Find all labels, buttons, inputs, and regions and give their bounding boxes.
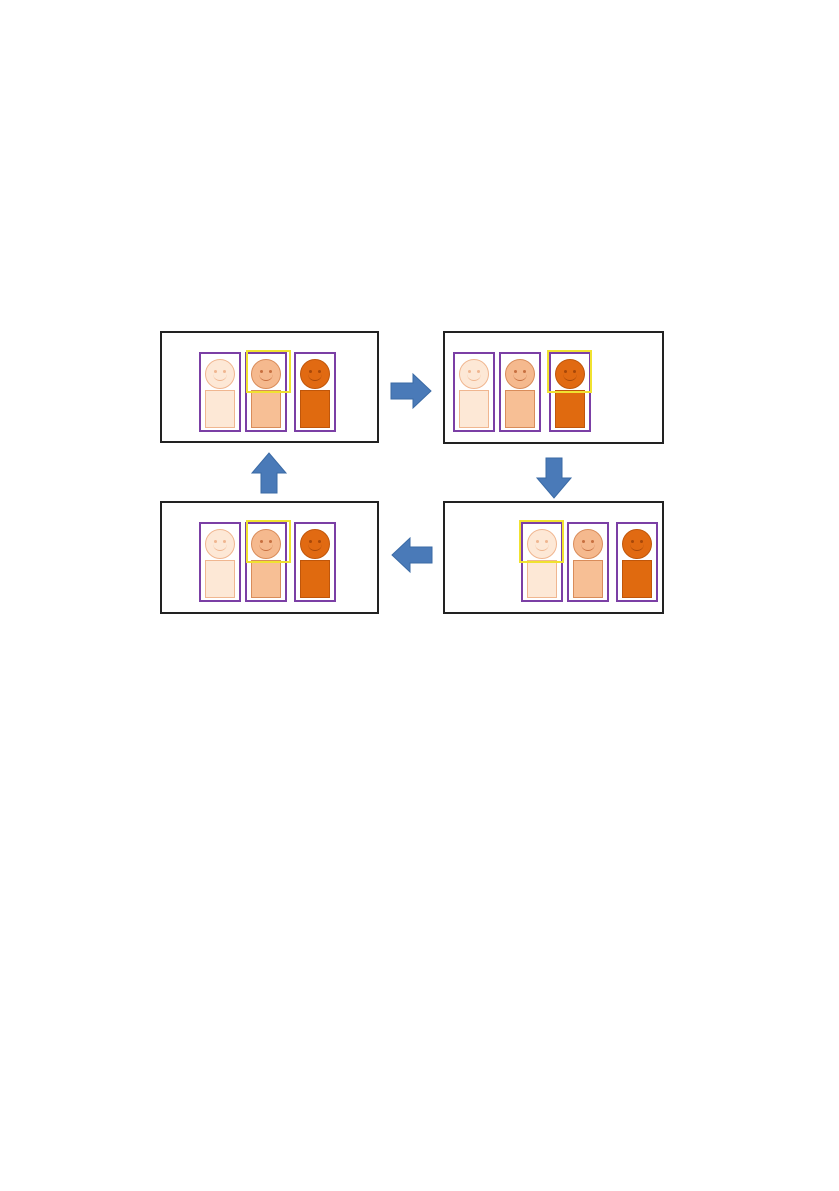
arrow-left-icon	[390, 536, 434, 574]
body-rect	[505, 390, 535, 428]
panel-top-right	[443, 331, 664, 444]
body-rect	[527, 560, 557, 598]
face-icon	[459, 359, 489, 389]
arrow-up-icon	[250, 451, 288, 495]
person-light	[199, 352, 241, 432]
arrow-down-icon	[535, 456, 573, 500]
person-light	[453, 352, 495, 432]
person-light	[199, 522, 241, 602]
face-icon	[622, 529, 652, 559]
face-icon	[205, 359, 235, 389]
face-icon	[505, 359, 535, 389]
highlight-box	[547, 350, 592, 393]
person-dark	[294, 352, 336, 432]
body-rect	[251, 560, 281, 598]
face-icon	[573, 529, 603, 559]
person-dark	[616, 522, 658, 602]
body-rect	[251, 390, 281, 428]
highlight-box	[246, 350, 291, 393]
arrow-right-icon	[389, 372, 433, 410]
highlight-box	[246, 520, 291, 563]
body-rect	[300, 560, 330, 598]
face-icon	[300, 359, 330, 389]
face-icon	[300, 529, 330, 559]
highlight-box	[519, 520, 564, 563]
panel-bottom-right	[443, 501, 664, 614]
body-rect	[459, 390, 489, 428]
person-dark	[294, 522, 336, 602]
face-icon	[205, 529, 235, 559]
panel-bottom-left	[160, 501, 379, 614]
person-medium	[567, 522, 609, 602]
body-rect	[300, 390, 330, 428]
body-rect	[555, 390, 585, 428]
body-rect	[622, 560, 652, 598]
body-rect	[205, 560, 235, 598]
person-medium	[499, 352, 541, 432]
body-rect	[573, 560, 603, 598]
body-rect	[205, 390, 235, 428]
panel-top-left	[160, 331, 379, 443]
